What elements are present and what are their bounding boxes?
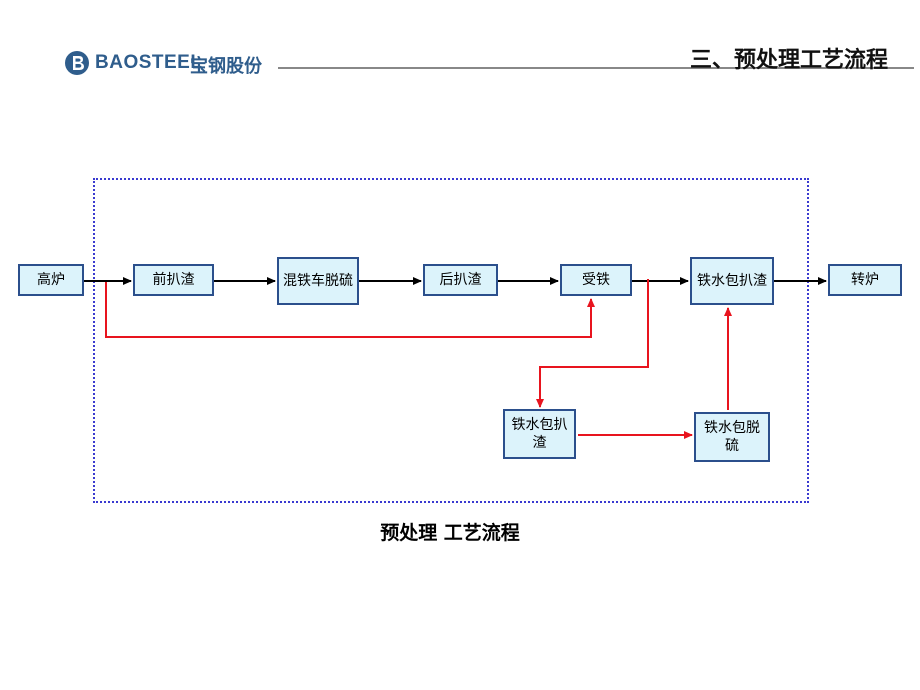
pretreatment-boundary-frame — [93, 178, 809, 503]
arrow-bypass-to-receive — [105, 282, 595, 338]
node-post-deslag: 后扒渣 — [423, 264, 498, 296]
node-pre-deslag: 前扒渣 — [133, 264, 214, 296]
slide-title: 三、预处理工艺流程 — [689, 48, 888, 73]
node-converter: 转炉 — [828, 264, 902, 296]
node-ladle-desulf: 铁水包脱硫 — [694, 412, 770, 462]
logo-text-en: BAOSTEEL — [95, 52, 203, 73]
node-torpedo-desulf: 混铁车脱硫 — [277, 257, 359, 305]
slide-header: BAOSTEEL 宝钢股份 三、预处理工艺流程 — [0, 0, 920, 80]
node-receive-iron: 受铁 — [560, 264, 632, 296]
node-ladle-deslag-main: 铁水包扒渣 — [690, 257, 774, 305]
node-blast-furnace: 高炉 — [18, 264, 84, 296]
logo-text-cn: 宝钢股份 — [190, 56, 262, 77]
baosteel-logo-icon — [65, 51, 89, 75]
node-ladle-deslag-branch: 铁水包扒渣 — [503, 409, 576, 459]
diagram-caption: 预处理 工艺流程 — [380, 522, 520, 544]
header-divider — [278, 67, 914, 69]
arrow-receive-to-ladle-route — [536, 279, 649, 408]
